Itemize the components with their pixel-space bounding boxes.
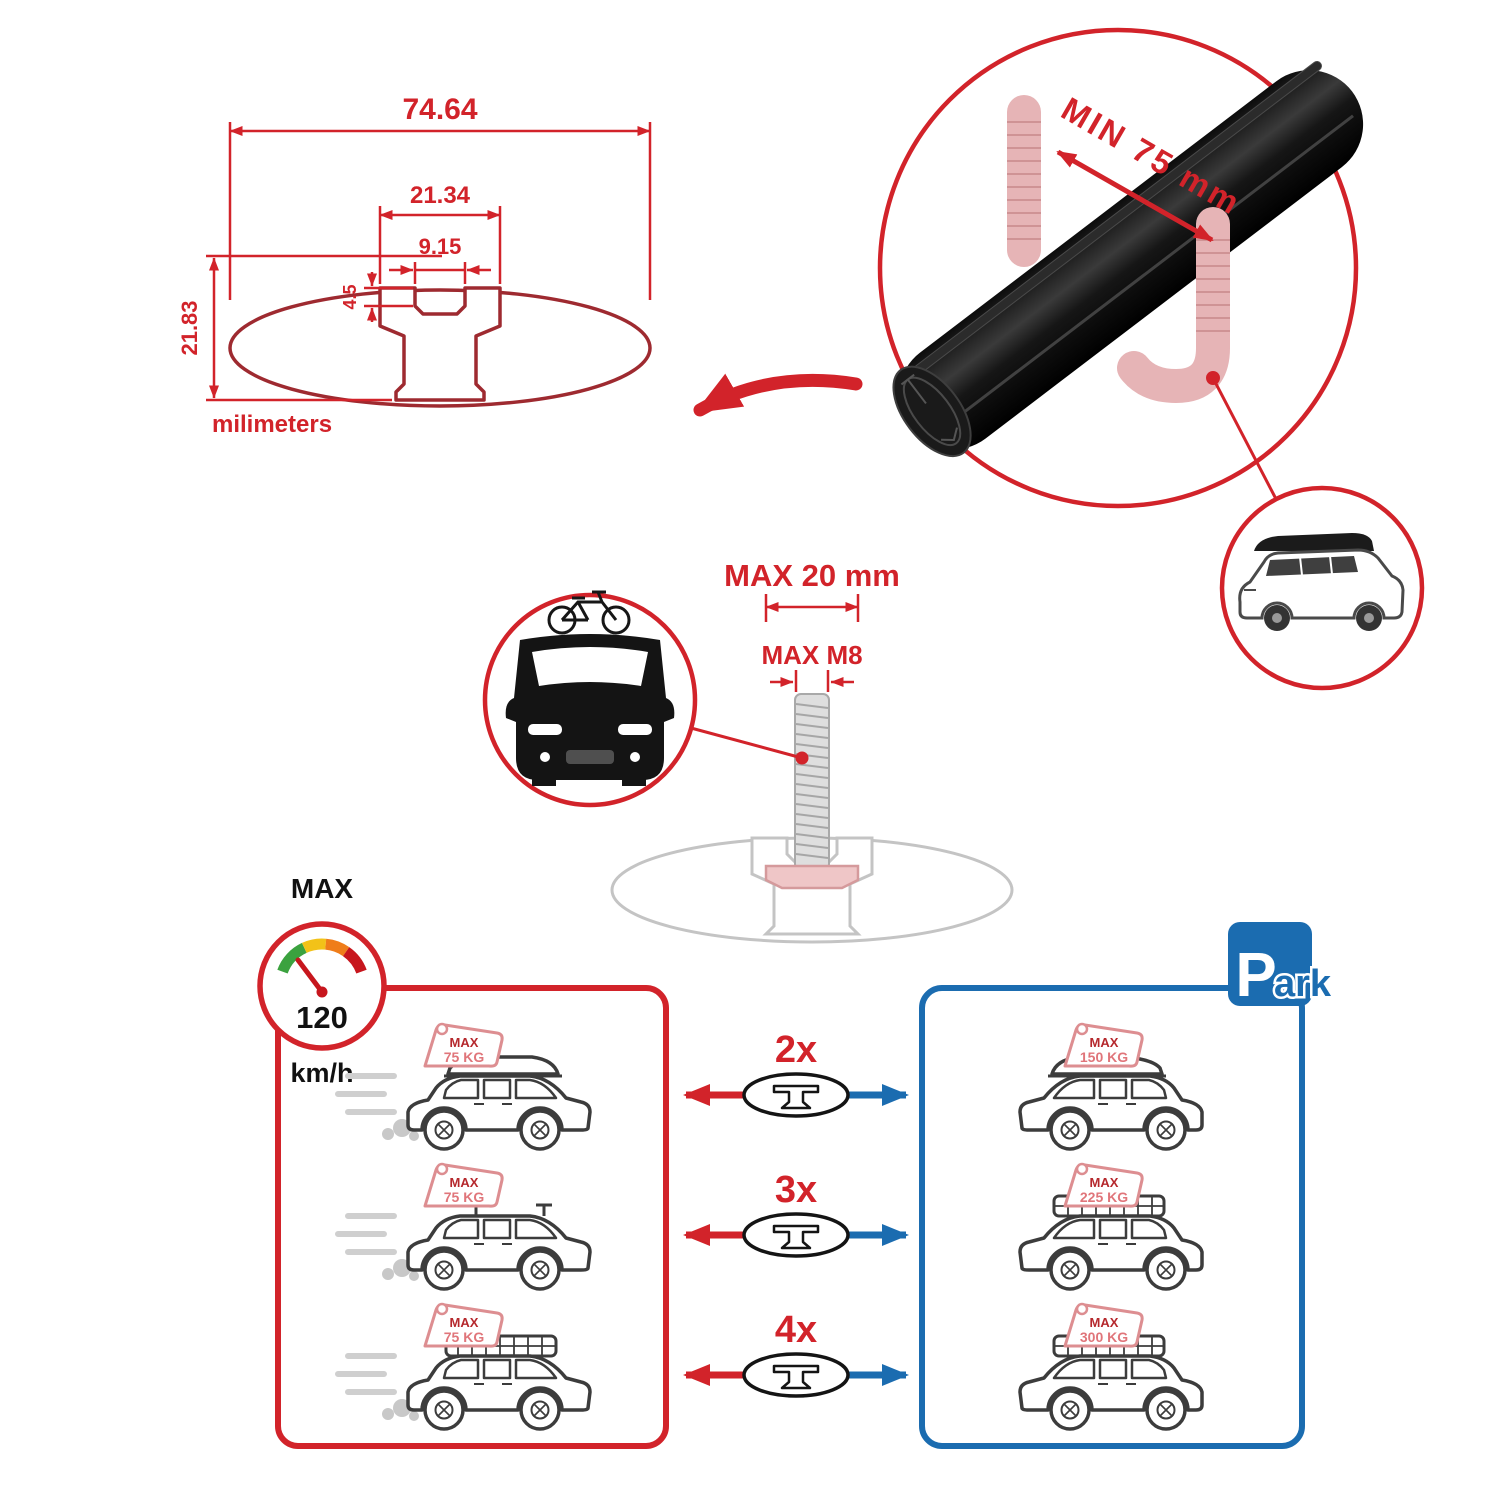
right-car-row-3: MAX 300 KG [1018, 1302, 1204, 1431]
speedometer-arc-icon [277, 938, 367, 974]
multiplier-label: 4x [775, 1309, 817, 1351]
tag-max-label: MAX [1090, 1315, 1119, 1330]
dim-channel-width: 21.34 [410, 182, 471, 209]
tag-weight-value: 225 KG [1080, 1189, 1128, 1205]
gauge-max-label: MAX [291, 873, 354, 904]
speed-unit: km/h [290, 1058, 353, 1088]
tag-max-label: MAX [450, 1315, 479, 1330]
tag-weight-value: 75 KG [444, 1329, 485, 1345]
park-sign-ark: ark [1274, 963, 1332, 1005]
speed-value: 120 [296, 1000, 348, 1035]
tag-max-label: MAX [450, 1175, 479, 1190]
tag-weight-value: 75 KG [444, 1189, 485, 1205]
multiplier-row-2: 3x [683, 1169, 909, 1258]
park-sign-p: P [1235, 941, 1276, 1010]
tag-max-label: MAX [450, 1035, 479, 1050]
bolt-t-head-icon [764, 864, 860, 890]
bar-profile-icon [742, 1352, 850, 1398]
crossbar-detail-circle: MIN 75 mm [877, 27, 1364, 509]
park-sign: P ark [1228, 922, 1334, 1010]
dim-lip-depth: 4.5 [340, 284, 360, 309]
bar-profile-icon [742, 1072, 850, 1118]
callout-arrow [693, 373, 863, 417]
dim-total-width: 74.64 [402, 93, 477, 126]
bolt-dimension-diagram: MAX 20 mm MAX M8 [610, 558, 1014, 944]
speed-limit-gauge: MAX 120 km/h [257, 873, 387, 1088]
tag-weight-value: 150 KG [1080, 1049, 1128, 1065]
min-span-arrow [1056, 149, 1214, 243]
multiplier-row-3: 4x [683, 1309, 909, 1398]
car-front-icon [505, 634, 675, 786]
max-thread-label: MAX M8 [761, 640, 862, 670]
right-car-row-1: MAX 150 KG [1018, 1022, 1204, 1151]
profile-dimension-diagram: 74.64 21.34 9.15 4.5 21.83 milimeters [177, 93, 652, 438]
t-slot-channel [378, 286, 502, 402]
gauge-needle-icon [295, 957, 325, 995]
clamp-strap-back-icon [1007, 95, 1041, 267]
roof-box-icon [1254, 533, 1374, 551]
dim-total-height: 21.83 [177, 300, 202, 355]
bar-profile-icon [742, 1212, 850, 1258]
bike-car-circle [482, 590, 698, 808]
multiplier-label: 2x [775, 1029, 817, 1071]
roofbox-suv-circle [1219, 485, 1425, 691]
tag-max-label: MAX [1090, 1035, 1119, 1050]
multiplier-label: 3x [775, 1169, 817, 1211]
left-car-row-3: MAX 75 KG [338, 1302, 592, 1431]
tag-weight-value: 75 KG [444, 1049, 485, 1065]
callout-dot [795, 751, 809, 765]
max-head-label: MAX 20 mm [724, 558, 900, 593]
left-car-row-2: MAX 75 KG [338, 1162, 592, 1291]
unit-label: milimeters [212, 411, 332, 438]
left-car-row-1: MAX 75 KG [338, 1022, 592, 1151]
tag-weight-value: 300 KG [1080, 1329, 1128, 1345]
bicycle-icon [547, 590, 631, 635]
tag-max-label: MAX [1090, 1175, 1119, 1190]
park-sign-icon [1228, 922, 1312, 1006]
multiplier-row-1: 2x [683, 1029, 909, 1118]
right-car-row-2: MAX 225 KG [1018, 1162, 1204, 1291]
